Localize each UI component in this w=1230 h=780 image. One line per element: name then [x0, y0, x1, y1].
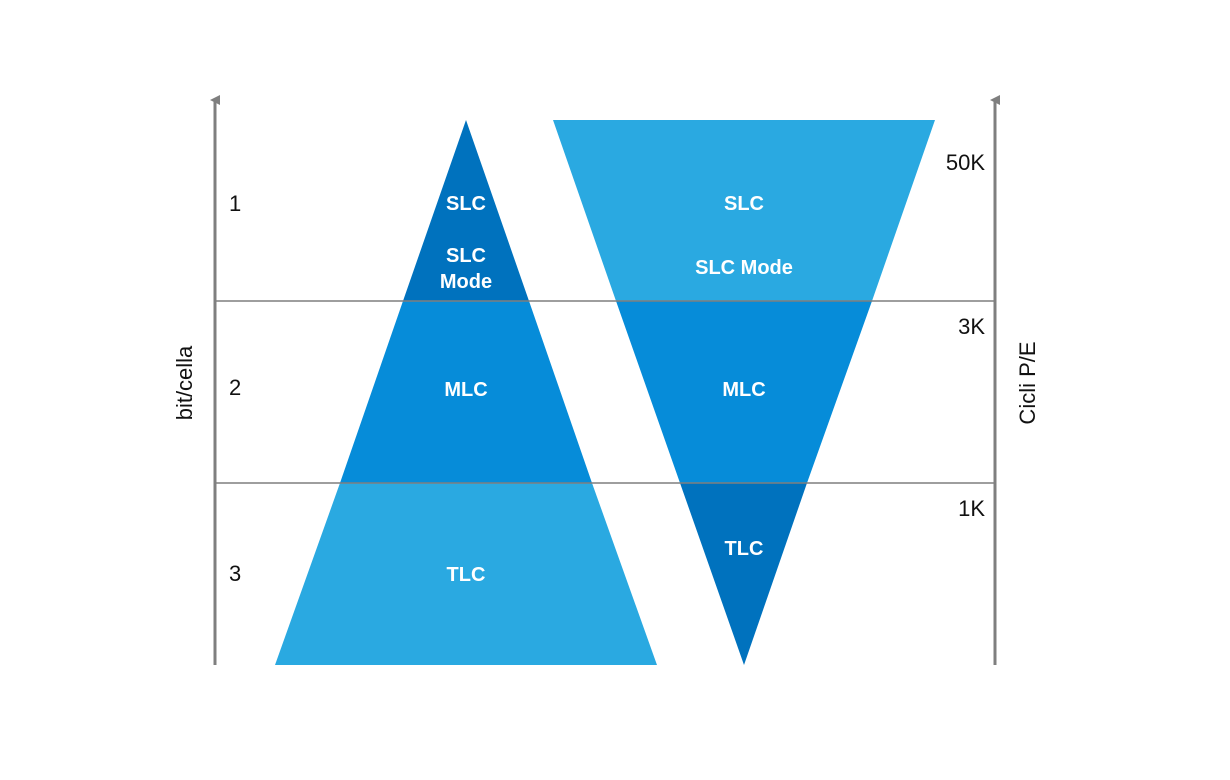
left-axis-tick-3: 3	[229, 561, 241, 586]
left-triangle	[275, 120, 657, 665]
right-tlc-label: TLC	[725, 538, 764, 560]
right-axis-tick-50k: 50K	[946, 150, 985, 175]
left-axis-title: bit/cella	[172, 345, 197, 420]
left-tlc-label: TLC	[447, 564, 486, 586]
left-slc-mode-label-line1: SLC	[446, 245, 486, 267]
left-axis-tick-2: 2	[229, 375, 241, 400]
left-triangle-tlc-segment	[275, 483, 657, 665]
left-triangle-mlc-segment	[340, 301, 592, 483]
left-triangle-slc-segment	[403, 120, 529, 301]
right-triangle	[553, 120, 935, 665]
left-slc-mode-label-line2: Mode	[440, 271, 492, 293]
right-triangle-slc-segment	[553, 120, 935, 301]
left-slc-label: SLC	[446, 193, 486, 215]
right-triangle-mlc-segment	[616, 301, 872, 483]
right-slc-label: SLC	[724, 193, 764, 215]
right-slc-mode-label: SLC Mode	[695, 257, 793, 279]
right-triangle-tlc-segment	[680, 483, 807, 665]
right-axis-tick-3k: 3K	[958, 314, 985, 339]
left-axis-tick-1: 1	[229, 191, 241, 216]
left-mlc-label: MLC	[444, 379, 487, 401]
right-axis-title: Cicli P/E	[1015, 341, 1040, 424]
right-axis-tick-1k: 1K	[958, 496, 985, 521]
right-mlc-label: MLC	[722, 379, 765, 401]
